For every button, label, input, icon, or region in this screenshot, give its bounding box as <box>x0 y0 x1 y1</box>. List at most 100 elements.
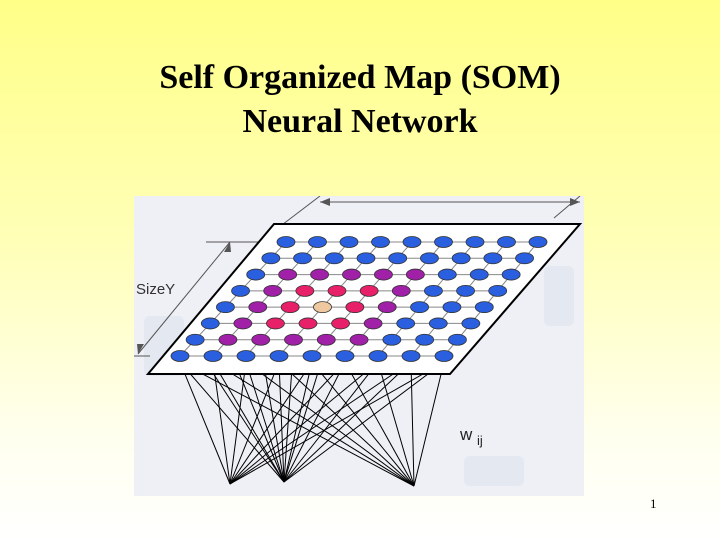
title-line-1: Self Organized Map (SOM) <box>159 59 561 96</box>
neuron-node <box>515 252 534 265</box>
weight-connection-line <box>229 361 280 485</box>
neuron-node <box>349 333 369 346</box>
weight-connection-line <box>283 361 313 483</box>
neuron-node <box>356 252 376 265</box>
neuron-node <box>170 350 190 362</box>
neuron-node <box>388 252 408 265</box>
weight-label-sub: ij <box>477 433 483 448</box>
neuron-node <box>391 284 411 297</box>
neuron-node <box>461 317 481 330</box>
neuron-node <box>377 301 397 314</box>
neuron-node <box>424 284 443 297</box>
weight-connection-line <box>179 361 231 485</box>
neuron-node <box>263 284 283 297</box>
weight-connection-line <box>410 361 415 487</box>
weight-connection-line <box>377 361 415 487</box>
weight-connection-line <box>283 361 412 483</box>
neuron-node <box>359 284 379 297</box>
neuron-node <box>410 301 429 314</box>
size-label: SizeY <box>136 281 175 298</box>
neuron-node <box>442 301 462 314</box>
neuron-node <box>405 268 425 281</box>
weight-connection-line <box>283 361 379 483</box>
neuron-node <box>316 333 336 346</box>
winner-neuron-node <box>313 301 332 314</box>
neuron-node <box>497 236 516 248</box>
neuron-node <box>374 268 393 281</box>
neuron-node <box>269 350 289 362</box>
weight-connection-line <box>278 361 415 487</box>
neuron-node <box>248 301 268 314</box>
weight-connection-line <box>278 361 285 483</box>
neuron-node <box>280 301 300 314</box>
neuron-node <box>236 350 256 362</box>
weight-connection-line <box>229 361 379 485</box>
neuron-node <box>382 333 402 346</box>
neuron-node <box>308 236 327 248</box>
som-diagram: SizeY w ij <box>134 196 584 496</box>
neuron-node <box>345 301 365 314</box>
neuron-node <box>368 350 388 362</box>
neuron-node <box>363 317 383 330</box>
neuron-node <box>456 284 475 297</box>
neuron-node <box>278 268 298 281</box>
neuron-node <box>216 301 235 314</box>
neuron-node <box>501 268 521 281</box>
title-line-2: Neural Network <box>242 103 478 140</box>
neuron-node <box>428 317 448 330</box>
neuron-node <box>233 317 253 330</box>
neuron-node <box>310 268 329 281</box>
neuron-node <box>200 317 220 330</box>
neuron-node <box>293 252 312 265</box>
neuron-node <box>203 350 223 362</box>
weight-connection-line <box>179 361 285 483</box>
neuron-node <box>276 236 296 248</box>
slide-title: Self Organized Map (SOM) Neural Network <box>0 56 720 144</box>
neuron-node <box>420 252 439 265</box>
neuron-node <box>469 268 489 281</box>
neuron-node <box>488 284 508 297</box>
neuron-node <box>396 317 416 330</box>
neuron-node <box>402 236 422 248</box>
weight-connection-line <box>212 361 415 487</box>
neuron-node <box>528 236 548 248</box>
neuron-node <box>451 252 471 265</box>
neuron-node <box>302 350 322 362</box>
neuron-node <box>327 284 347 297</box>
neuron-node <box>231 284 250 297</box>
neuron-node <box>251 333 271 346</box>
neuron-node <box>261 252 281 265</box>
dimension-guides <box>134 196 581 357</box>
weight-connection-line <box>229 361 346 485</box>
neuron-nodes <box>170 236 548 362</box>
weight-connection-line <box>344 361 415 487</box>
weight-connection-line <box>179 361 415 487</box>
weight-connection-line <box>229 361 412 485</box>
neuron-node <box>339 236 359 248</box>
neuron-node <box>448 333 467 346</box>
neuron-node <box>434 236 453 248</box>
weight-connection-line <box>413 361 445 487</box>
neuron-node <box>342 268 361 281</box>
neuron-node <box>483 252 503 265</box>
neuron-node <box>324 252 344 265</box>
weight-connection-line <box>245 361 415 487</box>
weight-connection-line <box>212 361 285 483</box>
neuron-node <box>335 350 355 362</box>
weight-connection-line <box>311 361 415 487</box>
neuron-node <box>284 333 303 346</box>
neuron-node <box>331 317 350 330</box>
neuron-node <box>437 268 457 281</box>
neuron-node <box>266 317 285 330</box>
neuron-node <box>246 268 266 281</box>
weight-connection-line <box>212 361 231 485</box>
weight-connection-line <box>283 361 346 483</box>
background-watermark <box>144 266 574 486</box>
weight-connection-line <box>283 361 445 483</box>
neuron-node <box>298 317 318 330</box>
neuron-node <box>218 333 238 346</box>
neuron-node <box>465 236 485 248</box>
page-number: 1 <box>650 496 657 511</box>
neuron-node <box>415 333 435 346</box>
neuron-node <box>295 284 315 297</box>
